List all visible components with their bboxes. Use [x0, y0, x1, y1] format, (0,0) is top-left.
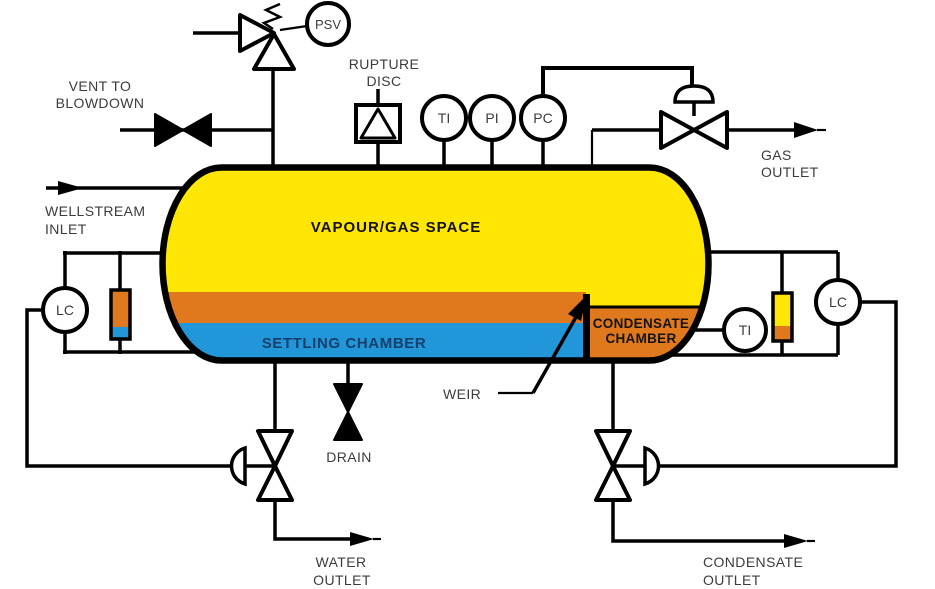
level-gauge-left [109, 288, 132, 341]
pc-signal-line [541, 66, 694, 97]
psv-tag-link [279, 24, 308, 32]
water-arrow [350, 532, 374, 546]
psv-spring-icon [261, 2, 284, 31]
pc-tag: PC [533, 110, 552, 126]
rupture-disc-symbol [354, 103, 402, 144]
water-outlet-label-1: WATER [316, 554, 367, 570]
condensate-outlet-label-1: CONDENSATE [703, 554, 803, 570]
piping-lines [25, 31, 898, 543]
water-outlet-line [273, 499, 352, 541]
lc-left-signal-loop [25, 308, 231, 468]
wellstream-label-2: INLET [45, 221, 87, 237]
lc-right-signal-loop [657, 300, 898, 468]
gauge-left-lower-fill [111, 327, 130, 339]
condensate-control-valve [594, 429, 661, 502]
psv-valve-body [238, 13, 276, 53]
gas-valve-left-wedge [659, 110, 696, 150]
weir-arrowhead [568, 295, 587, 321]
wellstream-label-1: WELLSTREAM [45, 203, 145, 219]
drain-label: DRAIN [326, 449, 372, 465]
gauge-right-lower-fill [773, 326, 792, 341]
psv-bubble [305, 1, 351, 47]
rupture-label-2: DISC [366, 73, 401, 89]
gas-arrow [794, 122, 818, 138]
water-valve-top-wedge [256, 429, 294, 468]
psv-tag: PSV [315, 17, 341, 32]
condensate-valve-top-wedge [594, 429, 632, 468]
vessel-shell-outline [159, 164, 712, 364]
gas-outlet-label-1: GAS [761, 147, 792, 163]
lc-right-tag: LC [829, 294, 847, 310]
lc-left-tag: LC [56, 302, 74, 318]
weir-leader-diagonal [531, 316, 578, 394]
wellstream-arrow [58, 181, 83, 195]
ti-right-tag: TI [739, 322, 751, 338]
condensate-valve-actuator-icon [643, 445, 661, 487]
water-control-valve [229, 429, 294, 502]
vapour-space-label: VAPOUR/GAS SPACE [311, 219, 481, 236]
pc-bubble [519, 94, 567, 142]
rupture-disc-triangle [359, 107, 397, 140]
gas-outlet-label-2: OUTLET [761, 164, 819, 180]
rupture-label-1: RUPTURE [349, 56, 419, 72]
condensate-chamber-label-1: CONDENSATE [593, 316, 690, 331]
gauge-left-upper-fill [111, 290, 130, 339]
weir-pointer [498, 295, 587, 395]
separator-vessel: VAPOUR/GAS SPACE SETTLING CHAMBER CONDEN… [159, 164, 712, 364]
vent-valve-right-wedge [182, 113, 212, 147]
gauge-left-outline [109, 288, 132, 341]
drain-valve [333, 383, 363, 441]
gauge-right-outline [771, 291, 794, 343]
weir-label: WEIR [443, 386, 481, 402]
condensate-chamber-label-2: CHAMBER [605, 331, 676, 346]
pi-bubble [468, 94, 516, 142]
vent-block-valve [154, 113, 212, 147]
stream-labels: VENT TO BLOWDOWN WELLSTREAM INLET RUPTUR… [45, 56, 819, 588]
condensate-outlet-line [611, 499, 784, 543]
ti-top-bubble [420, 94, 468, 142]
water-valve-bottom-wedge [256, 464, 294, 502]
condensate-arrow [784, 534, 808, 548]
lc-left-bubble [41, 286, 89, 334]
drain-valve-bottom-wedge [333, 411, 363, 441]
level-gauge-right [771, 291, 794, 343]
oil-layer-region [162, 292, 586, 323]
vent-label-2: BLOWDOWN [56, 95, 145, 111]
water-valve-actuator-icon [229, 445, 247, 487]
psv-assembly [238, 2, 308, 71]
water-outlet-label-2: OUTLET [313, 572, 371, 588]
settling-chamber-label: SETTLING CHAMBER [262, 335, 427, 352]
gas-valve-right-wedge [692, 110, 729, 150]
psv-valve-outlet-wedge [252, 32, 296, 71]
instrument-bubbles: PSV TI PI PC LC TI LC [41, 1, 862, 353]
diaphragm-actuator-icon [673, 84, 715, 104]
vent-valve-left-wedge [154, 113, 184, 147]
ti-right-bubble [722, 307, 768, 353]
drain-valve-top-wedge [333, 383, 363, 413]
settling-chamber-region [162, 323, 586, 361]
gas-control-valve [659, 84, 729, 150]
vent-label-1: VENT TO [69, 78, 132, 94]
pi-tag: PI [485, 110, 498, 126]
ti-top-tag: TI [438, 110, 450, 126]
condensate-valve-bottom-wedge [594, 464, 632, 502]
flow-arrows [58, 122, 826, 548]
lc-right-bubble [814, 278, 862, 326]
condensate-outlet-label-2: OUTLET [703, 572, 761, 588]
